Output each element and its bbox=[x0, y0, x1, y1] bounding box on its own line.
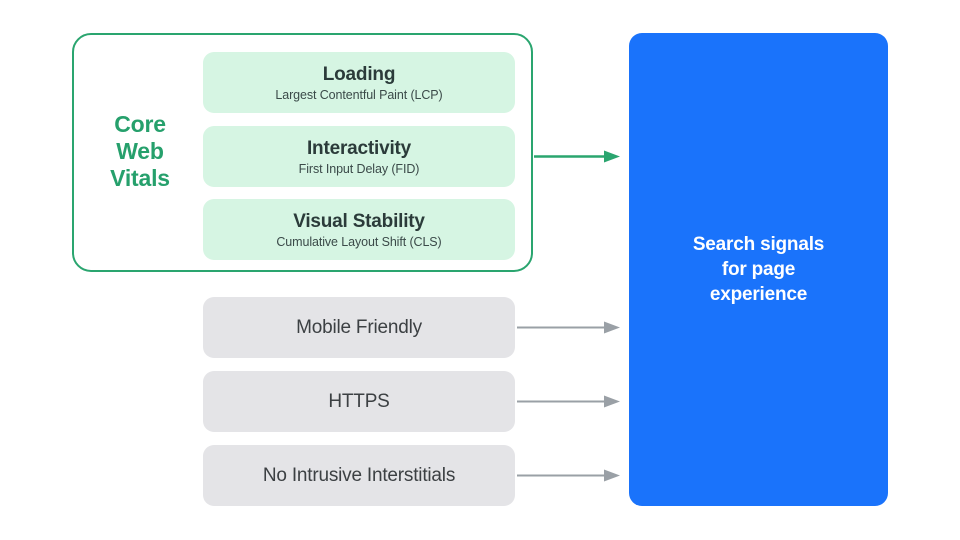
metric-title-visual-stability: Visual Stability bbox=[293, 210, 425, 232]
metric-card-loading: Loading Largest Contentful Paint (LCP) bbox=[203, 52, 515, 113]
arrow-right-grey-https bbox=[517, 395, 620, 408]
metric-title-interactivity: Interactivity bbox=[306, 137, 412, 159]
signal-label-no-intrusive-interstitials: No Intrusive Interstitials bbox=[262, 465, 456, 486]
signal-card-mobile-friendly: Mobile Friendly bbox=[203, 297, 515, 358]
signal-card-https: HTTPS bbox=[203, 371, 515, 432]
search-signals-panel-text: Search signals for page experience bbox=[692, 234, 825, 305]
arrow-right-grey-mobile bbox=[517, 321, 620, 334]
metric-title-loading: Loading bbox=[322, 63, 396, 85]
core-web-vitals-container bbox=[72, 33, 533, 272]
arrow-right-green bbox=[534, 150, 620, 163]
signal-label-mobile-friendly: Mobile Friendly bbox=[296, 317, 422, 338]
signal-card-no-intrusive-interstitials: No Intrusive Interstitials bbox=[203, 445, 515, 506]
metric-card-interactivity: Interactivity First Input Delay (FID) bbox=[203, 126, 515, 187]
metric-subtitle-loading: Largest Contentful Paint (LCP) bbox=[275, 87, 443, 102]
search-signals-panel: Search signals for page experience bbox=[629, 33, 888, 506]
metric-subtitle-visual-stability: Cumulative Layout Shift (CLS) bbox=[276, 234, 442, 249]
metric-subtitle-interactivity: First Input Delay (FID) bbox=[298, 161, 420, 176]
metric-card-visual-stability: Visual Stability Cumulative Layout Shift… bbox=[203, 199, 515, 260]
arrow-right-grey-interstitials bbox=[517, 469, 620, 482]
signal-label-https: HTTPS bbox=[328, 391, 390, 412]
core-web-vitals-label: Core Web Vitals bbox=[110, 111, 170, 191]
